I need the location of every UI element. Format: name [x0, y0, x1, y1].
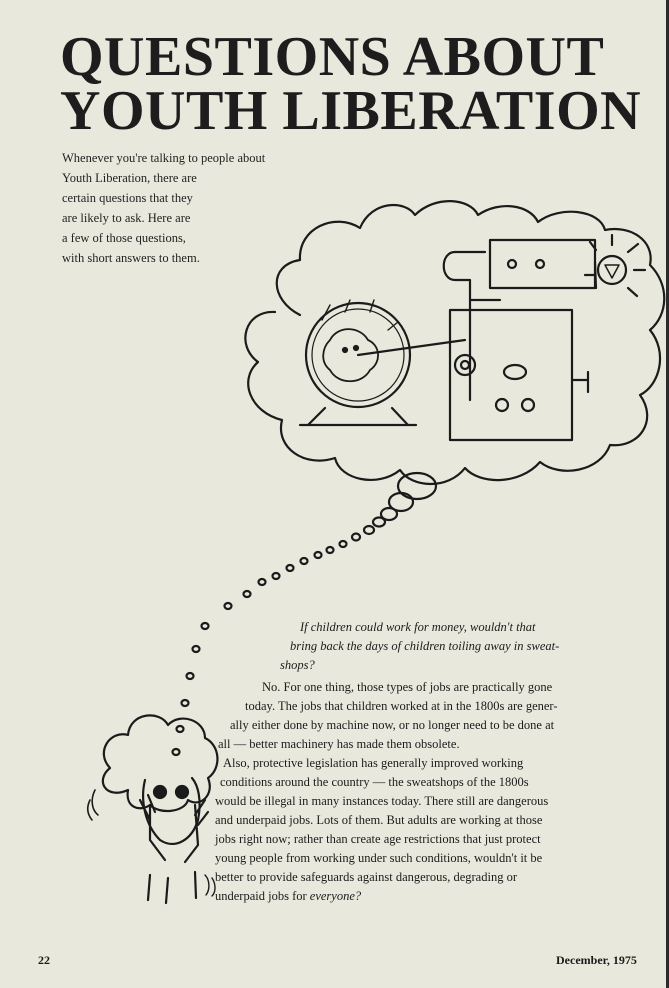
answer-line: young people from working under such con…: [215, 851, 543, 865]
intro-line: Whenever you're talking to people about: [62, 151, 266, 165]
answer-line: jobs right now; rather than create age r…: [215, 832, 541, 846]
intro-line: Youth Liberation, there are: [62, 171, 197, 185]
page-edge-shadow: [666, 0, 669, 988]
answer-line-text: underpaid jobs for: [215, 889, 307, 903]
answer-line: No. For one thing, those types of jobs a…: [262, 680, 553, 694]
question-line: bring back the days of children toiling …: [290, 639, 560, 653]
answer-line: would be illegal in many instances today…: [215, 794, 549, 808]
question-paragraph: If children could work for money, wouldn…: [280, 618, 650, 675]
intro-line: certain questions that they: [62, 191, 193, 205]
worried-child-icon: [87, 714, 219, 905]
title-line-2: YOUTH LIBERATION: [60, 80, 642, 142]
question-line: If children could work for money, wouldn…: [300, 620, 536, 634]
answer-paragraph: No. For one thing, those types of jobs a…: [200, 678, 660, 906]
answer-line: better to provide safeguards against dan…: [215, 870, 517, 884]
intro-paragraph: Whenever you're talking to people about …: [62, 148, 362, 268]
machine-icon: [442, 238, 597, 442]
answer-line: all — better machinery has made them obs…: [218, 737, 460, 751]
intro-line: are likely to ask. Here are: [62, 211, 191, 225]
article-title: QUESTIONS ABOUT YOUTH LIBERATION: [60, 26, 660, 142]
hamster-wheel-icon: [298, 299, 467, 427]
intro-line: with short answers to them.: [62, 251, 200, 265]
question-line: shops?: [280, 658, 315, 672]
light-bulb-icon: [583, 233, 647, 298]
answer-line: today. The jobs that children worked at …: [245, 699, 558, 713]
answer-line: ally either done by machine now, or no l…: [230, 718, 555, 732]
title-line-1: QUESTIONS ABOUT: [60, 26, 605, 88]
answer-line-last: underpaid jobs for everyone?: [215, 887, 660, 906]
intro-line: a few of those questions,: [62, 231, 186, 245]
answer-emphasis: everyone?: [309, 889, 362, 903]
answer-line: and underpaid jobs. Lots of them. But ad…: [215, 813, 543, 827]
issue-date: December, 1975: [556, 953, 637, 967]
thought-bubble-icon: [171, 200, 666, 757]
page-number: 22: [38, 953, 50, 967]
answer-line: Also, protective legislation has general…: [223, 756, 524, 770]
answer-line: conditions around the country — the swea…: [220, 775, 529, 789]
